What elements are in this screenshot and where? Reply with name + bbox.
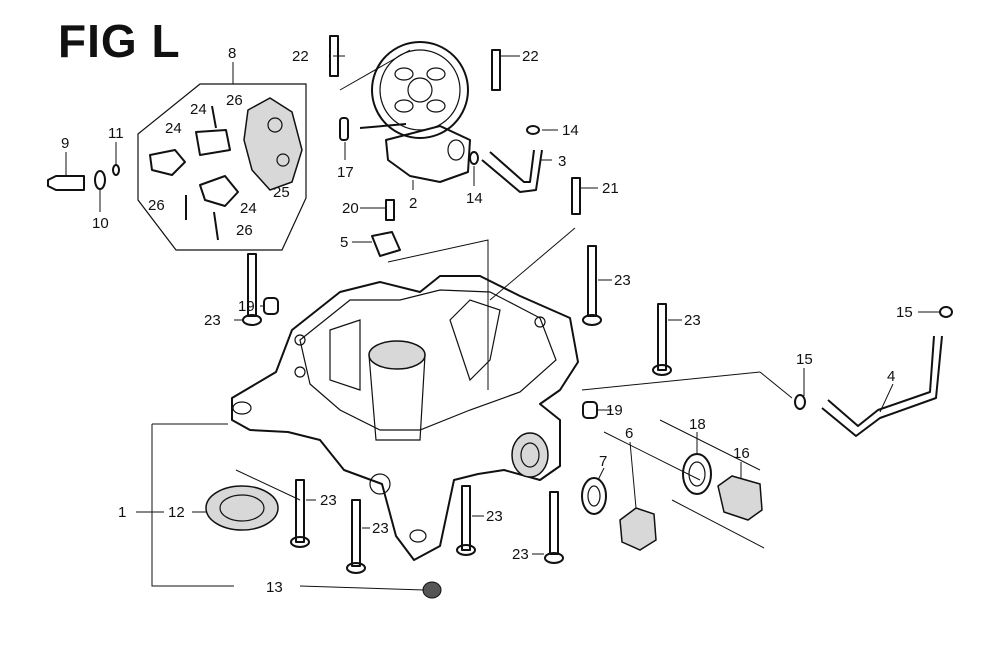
o-ring-part xyxy=(526,125,540,135)
callout-8: 8 xyxy=(228,45,236,62)
callout-17: 17 xyxy=(337,164,354,181)
bolt-part xyxy=(295,479,305,543)
callout-23: 23 xyxy=(684,312,701,329)
governor-assembly xyxy=(47,83,307,251)
callout-24: 24 xyxy=(240,200,257,217)
bolt-part xyxy=(549,491,559,555)
callout-23: 23 xyxy=(204,312,221,329)
breather-tube-part xyxy=(821,335,943,437)
washer-part xyxy=(581,477,607,515)
crankcase-cover-outline xyxy=(231,275,579,561)
bolt-part xyxy=(461,485,471,551)
callout-16: 16 xyxy=(733,445,750,462)
governor-arm-part xyxy=(149,149,186,176)
callout-13: 13 xyxy=(266,579,283,596)
callout-22: 22 xyxy=(522,48,539,65)
dowel-pin-part xyxy=(582,401,598,419)
callout-20: 20 xyxy=(342,200,359,217)
clip-part xyxy=(112,164,120,176)
bolt-part xyxy=(351,499,361,567)
callout-24: 24 xyxy=(165,120,182,137)
bolt-part xyxy=(587,245,597,317)
flange-bolts xyxy=(242,245,672,574)
bolt-part xyxy=(385,199,395,221)
oil-seal-part xyxy=(205,485,279,531)
governor-group-outline xyxy=(137,83,307,251)
governor-shaft-part xyxy=(47,175,85,191)
nut-part xyxy=(422,581,442,599)
governor-weight-part xyxy=(199,175,239,207)
callout-18: 18 xyxy=(689,416,706,433)
callout-6: 6 xyxy=(625,425,633,442)
governor-slider-part xyxy=(195,129,231,156)
callout-26: 26 xyxy=(236,222,253,239)
callout-15: 15 xyxy=(796,351,813,368)
oil-pump-body-part xyxy=(385,125,471,183)
callout-3: 3 xyxy=(558,153,566,170)
clip-part xyxy=(939,306,953,318)
governor-pin-part xyxy=(211,105,217,129)
callout-9: 9 xyxy=(61,135,69,152)
callout-23: 23 xyxy=(614,272,631,289)
callout-14: 14 xyxy=(562,122,579,139)
callout-19: 19 xyxy=(606,402,623,419)
crankcase-cover xyxy=(231,275,579,561)
pump-gear-part xyxy=(371,41,469,139)
o-ring-part xyxy=(469,151,479,165)
callout-11: 11 xyxy=(108,125,124,142)
oil-pump-assembly xyxy=(329,35,581,390)
callout-10: 10 xyxy=(92,215,109,232)
bearing-boss xyxy=(368,340,426,370)
callout-15: 15 xyxy=(896,304,913,321)
callout-1: 1 xyxy=(118,504,126,521)
oil-port-boss xyxy=(511,432,549,478)
callout-labels: 1 2 3 4 5 6 7 8 9 10 11 12 13 14 14 15 1… xyxy=(61,45,913,596)
washer-part xyxy=(94,170,106,190)
callout-23: 23 xyxy=(320,492,337,509)
callout-19: 19 xyxy=(238,298,255,315)
governor-pin-part xyxy=(213,211,219,241)
dowel-pin-part xyxy=(263,297,279,315)
bolt-part xyxy=(571,177,581,215)
leader-lines xyxy=(65,55,940,591)
callout-14: 14 xyxy=(466,190,483,207)
callout-25: 25 xyxy=(273,184,290,201)
callout-24: 24 xyxy=(190,101,207,118)
callout-23: 23 xyxy=(372,520,389,537)
callout-4: 4 xyxy=(887,368,895,385)
figure-title: FIG L xyxy=(58,15,181,67)
oil-pipe-part xyxy=(481,149,543,193)
callout-2: 2 xyxy=(409,195,417,212)
callout-7: 7 xyxy=(599,453,607,470)
bolt-part xyxy=(657,303,667,371)
drain-bolt-part xyxy=(717,475,763,521)
callout-23: 23 xyxy=(512,546,529,563)
clip-part xyxy=(794,394,806,410)
callout-26: 26 xyxy=(226,92,243,109)
pin-part xyxy=(339,117,349,141)
bolt-part xyxy=(491,49,501,91)
drain-parts xyxy=(581,419,765,551)
pump-shaft-part xyxy=(359,123,407,129)
callout-22: 22 xyxy=(292,48,309,65)
callout-23: 23 xyxy=(486,508,503,525)
callout-12: 12 xyxy=(168,504,185,521)
fitting-part xyxy=(371,231,401,257)
callout-26: 26 xyxy=(148,197,165,214)
drain-plug-part xyxy=(619,507,657,551)
callout-5: 5 xyxy=(340,234,348,251)
callout-21: 21 xyxy=(602,180,619,197)
governor-gear-part xyxy=(243,97,303,191)
